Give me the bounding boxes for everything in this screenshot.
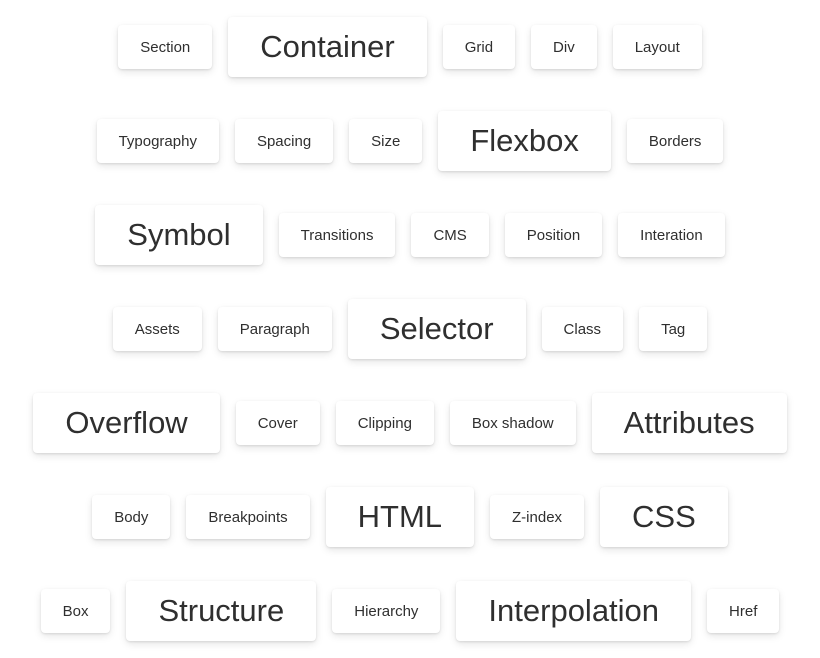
- tag-chip[interactable]: Interation: [618, 213, 725, 257]
- tag-chip[interactable]: Clipping: [335, 401, 434, 445]
- tag-chip[interactable]: Layout: [612, 25, 702, 69]
- tag-chip[interactable]: Flexbox: [438, 111, 611, 171]
- tag-row: Body Breakpoints HTML Z-index CSS: [0, 487, 820, 547]
- tag-chip[interactable]: Box shadow: [449, 401, 576, 445]
- tag-chip[interactable]: Breakpoints: [186, 495, 310, 539]
- tag-chip[interactable]: CMS: [411, 213, 489, 257]
- tag-chip[interactable]: Container: [228, 17, 427, 77]
- tag-chip[interactable]: Selector: [347, 299, 526, 359]
- tag-chip[interactable]: Class: [541, 307, 624, 351]
- tag-row: Typography Spacing Size Flexbox Borders: [0, 111, 820, 171]
- tag-chip[interactable]: Attributes: [591, 393, 787, 453]
- tag-chip[interactable]: HTML: [325, 487, 475, 547]
- tag-chip[interactable]: Z-index: [490, 495, 585, 539]
- tag-chip[interactable]: Hierarchy: [332, 589, 441, 633]
- tag-chip[interactable]: Interpolation: [456, 581, 692, 641]
- tag-chip[interactable]: Tag: [639, 307, 708, 351]
- tag-row: Symbol Transitions CMS Position Interati…: [0, 205, 820, 265]
- tag-chip[interactable]: Overflow: [33, 393, 220, 453]
- tag-chip[interactable]: Symbol: [95, 205, 263, 265]
- tag-chip[interactable]: Position: [504, 213, 603, 257]
- tag-chip[interactable]: Spacing: [234, 119, 334, 163]
- tag-row: Section Container Grid Div Layout: [0, 17, 820, 77]
- tag-chip[interactable]: Grid: [442, 25, 516, 69]
- tag-chip[interactable]: Size: [349, 119, 423, 163]
- tag-row: Overflow Cover Clipping Box shadow Attri…: [0, 393, 820, 453]
- tag-chip[interactable]: Typography: [96, 119, 219, 163]
- tag-chip[interactable]: Href: [707, 589, 780, 633]
- tag-chip[interactable]: Transitions: [278, 213, 396, 257]
- tag-chip[interactable]: Section: [118, 25, 213, 69]
- tag-row: Box Structure Hierarchy Interpolation Hr…: [0, 581, 820, 641]
- tag-row: Assets Paragraph Selector Class Tag: [0, 299, 820, 359]
- tag-chip[interactable]: Body: [92, 495, 171, 539]
- tag-chip[interactable]: Paragraph: [217, 307, 332, 351]
- tag-chip[interactable]: Structure: [126, 581, 317, 641]
- tag-chip[interactable]: CSS: [600, 487, 728, 547]
- tag-chip[interactable]: Assets: [112, 307, 202, 351]
- tag-chip[interactable]: Box: [40, 589, 111, 633]
- tag-chip[interactable]: Div: [531, 25, 597, 69]
- tag-chip[interactable]: Borders: [626, 119, 724, 163]
- tag-chip[interactable]: Cover: [235, 401, 320, 445]
